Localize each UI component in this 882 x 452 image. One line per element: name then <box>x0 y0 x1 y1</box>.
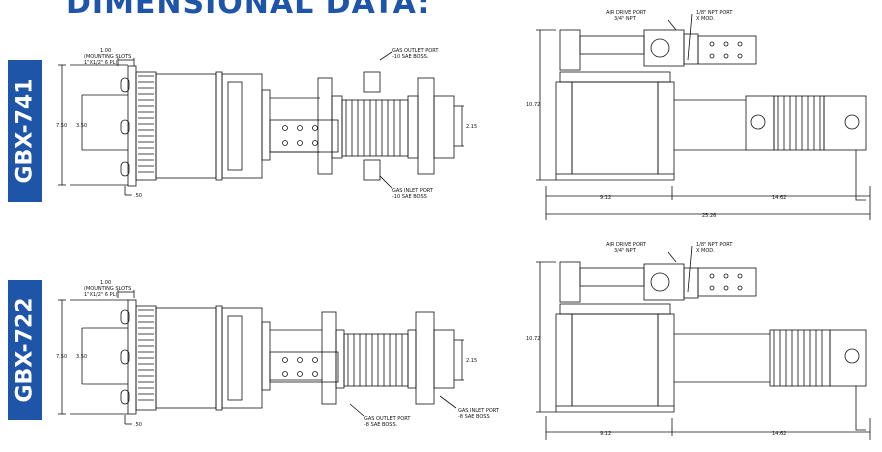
dim-750: 7.50 <box>56 123 67 129</box>
dim-350: 3.50 <box>76 354 87 360</box>
model-tab-gbx-722: GBX-722 <box>8 280 42 420</box>
npt-port-line-1: 1/8" NPT PORT <box>696 10 733 16</box>
dim-050: .50 <box>134 193 142 199</box>
dim-2526: 25.26 <box>702 213 716 219</box>
mounting-slots-line-2: 1"X1/2" 6 PL) <box>84 292 117 298</box>
dim-215: 2.15 <box>466 358 477 364</box>
side-height: 10.72 <box>526 336 540 342</box>
gbx-722-labels: 1.00 (MOUNTING SLOTS 1"X1/2" 6 PL) 7.50 … <box>56 242 786 437</box>
outlet-port-line-2: -10 SAE BOSS. <box>392 54 429 60</box>
mounting-slots-line-1: (MOUNTING SLOTS <box>84 286 131 292</box>
model-tab-gbx-741: GBX-741 <box>8 60 42 202</box>
air-drive-line-1: AIR DRIVE PORT <box>606 242 647 248</box>
npt-port-line-2: X MOD. <box>696 16 715 22</box>
dim-050: .50 <box>134 422 142 428</box>
outlet-port-line-2: -8 SAE BOSS. <box>364 422 398 428</box>
outlet-port-line-1: GAS OUTLET PORT <box>364 416 411 422</box>
gbx-741-labels: 1.00 (MOUNTING SLOTS 1"X1/2" 6 PL) 7.50 … <box>56 10 786 219</box>
dim-750: 7.50 <box>56 354 67 360</box>
page-title: DIMENSIONAL DATA: <box>66 0 431 21</box>
outlet-port-line-1: GAS OUTLET PORT <box>392 48 439 54</box>
npt-port-line-1: 1/8" NPT PORT <box>696 242 733 248</box>
air-drive-line-2: 3/4" NPT <box>614 248 637 254</box>
side-height: 10.72 <box>526 102 540 108</box>
dim-912: 9.12 <box>600 195 611 201</box>
dim-350: 3.50 <box>76 123 87 129</box>
dim-mounting-height: 1.00 <box>100 48 111 54</box>
npt-port-line-2: X MOD. <box>696 248 715 254</box>
air-drive-line-1: AIR DRIVE PORT <box>606 10 647 16</box>
dim-1462: 14.62 <box>772 195 786 201</box>
dim-1462: 14.62 <box>772 431 786 437</box>
inlet-port-line-2: -10 SAE BOSS <box>392 194 427 200</box>
dim-mounting-height: 1.00 <box>100 280 111 286</box>
dim-912: 9.12 <box>600 431 611 437</box>
air-drive-line-2: 3/4" NPT <box>614 16 637 22</box>
inlet-port-line-1: GAS INLET PORT <box>392 188 434 194</box>
inlet-port-line-1: GAS INLET PORT <box>458 408 500 414</box>
dim-215: 2.15 <box>466 124 477 130</box>
mounting-slots-line-1: (MOUNTING SLOTS <box>84 54 131 60</box>
inlet-port-line-2: -8 SAE BOSS <box>458 414 490 420</box>
mounting-slots-line-2: 1"X1/2" 6 PL) <box>84 60 117 66</box>
